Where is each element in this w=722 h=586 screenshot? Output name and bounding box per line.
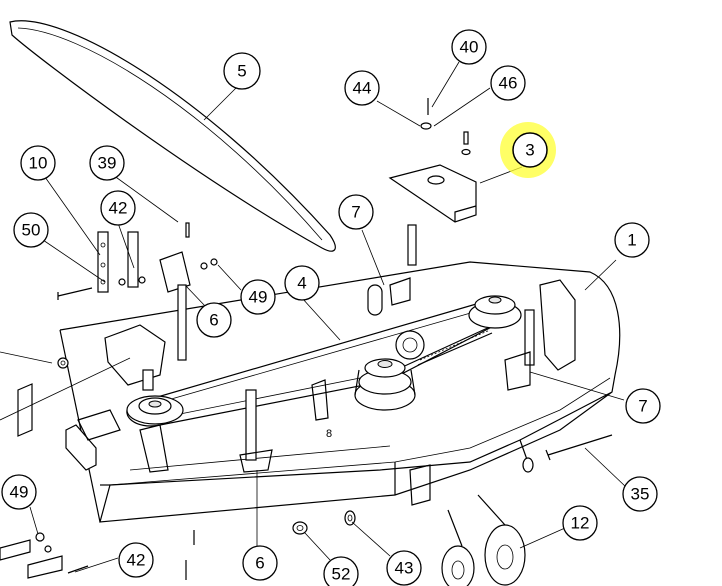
callout-50[interactable]: 50	[13, 212, 49, 248]
callout-46[interactable]: 46	[490, 65, 526, 101]
svg-text:52: 52	[332, 565, 351, 584]
callout-12[interactable]: 12	[562, 505, 598, 541]
svg-text:5: 5	[237, 62, 246, 81]
pulley-bracket-hardware	[139, 379, 431, 506]
link-bar-second	[127, 231, 139, 288]
bracket-part-6-bottom	[239, 389, 273, 473]
callout-40[interactable]: 40	[451, 29, 487, 65]
callout-42-bottom[interactable]: 42	[118, 542, 154, 578]
callout-5[interactable]: 5	[223, 52, 261, 90]
callout-6-top[interactable]: 6	[196, 302, 232, 338]
blade-spindle-part-12	[441, 494, 526, 586]
svg-text:49: 49	[10, 483, 29, 502]
bolt-part-50	[57, 287, 93, 300]
cover-plate-part-3	[388, 164, 477, 223]
link-bar-part-10	[97, 231, 109, 293]
svg-text:3: 3	[525, 141, 534, 160]
washer-part-43	[344, 510, 356, 526]
svg-text:42: 42	[127, 551, 146, 570]
left-side-brackets	[17, 383, 121, 471]
idler-spring	[395, 329, 493, 366]
mower-deck-shell	[59, 261, 621, 523]
bolt-part-35	[545, 434, 613, 461]
callout-10[interactable]: 10	[20, 145, 56, 181]
callout-42-top[interactable]: 42	[100, 190, 136, 226]
callout-1[interactable]: 1	[614, 222, 650, 258]
belt-part-5	[9, 20, 336, 252]
callout-44[interactable]: 44	[344, 70, 380, 106]
callout-52[interactable]: 52	[323, 556, 359, 586]
callout-4[interactable]: 4	[284, 265, 320, 301]
leader-lines	[0, 61, 627, 573]
bracket-part-6-left	[159, 251, 191, 361]
callout-49-bottom[interactable]: 49	[1, 474, 37, 510]
nut-right	[522, 457, 534, 473]
hardware-small-pieces	[35, 222, 218, 580]
svg-text:6: 6	[209, 311, 218, 330]
bracket-part-7-right	[504, 279, 576, 391]
callout-6-bottom[interactable]: 6	[242, 545, 278, 581]
svg-text:42: 42	[109, 199, 128, 218]
svg-text:49: 49	[249, 288, 268, 307]
svg-text:7: 7	[351, 203, 360, 222]
callout-7-top[interactable]: 7	[338, 194, 374, 230]
svg-text:39: 39	[98, 154, 117, 173]
svg-text:44: 44	[353, 79, 372, 98]
svg-text:50: 50	[22, 221, 41, 240]
svg-text:10: 10	[29, 154, 48, 173]
svg-text:12: 12	[571, 514, 590, 533]
washer-part-52	[292, 521, 308, 535]
svg-text:1: 1	[627, 231, 636, 250]
callout-43[interactable]: 43	[386, 550, 422, 586]
bracket-part-7-upper	[367, 224, 417, 316]
svg-text:40: 40	[460, 38, 479, 57]
svg-text:6: 6	[255, 554, 264, 573]
deck-hanger-left	[104, 324, 166, 391]
svg-text:35: 35	[631, 485, 650, 504]
pulley-right	[468, 295, 522, 329]
callout-3[interactable]: 3	[512, 132, 548, 168]
svg-text:4: 4	[297, 274, 306, 293]
plate-bottom-left	[0, 539, 63, 579]
pulley-center	[354, 358, 416, 411]
callout-7-right[interactable]: 7	[625, 388, 661, 424]
callout-39[interactable]: 39	[89, 145, 125, 181]
svg-text:43: 43	[395, 559, 414, 578]
svg-text:7: 7	[638, 397, 647, 416]
svg-text:46: 46	[499, 74, 518, 93]
pulley-left	[126, 395, 184, 425]
hardware-bolts-top	[420, 98, 471, 156]
pulley-number-label: 8	[326, 428, 332, 440]
callout-49-top[interactable]: 49	[240, 279, 276, 315]
callout-35[interactable]: 35	[622, 476, 658, 512]
